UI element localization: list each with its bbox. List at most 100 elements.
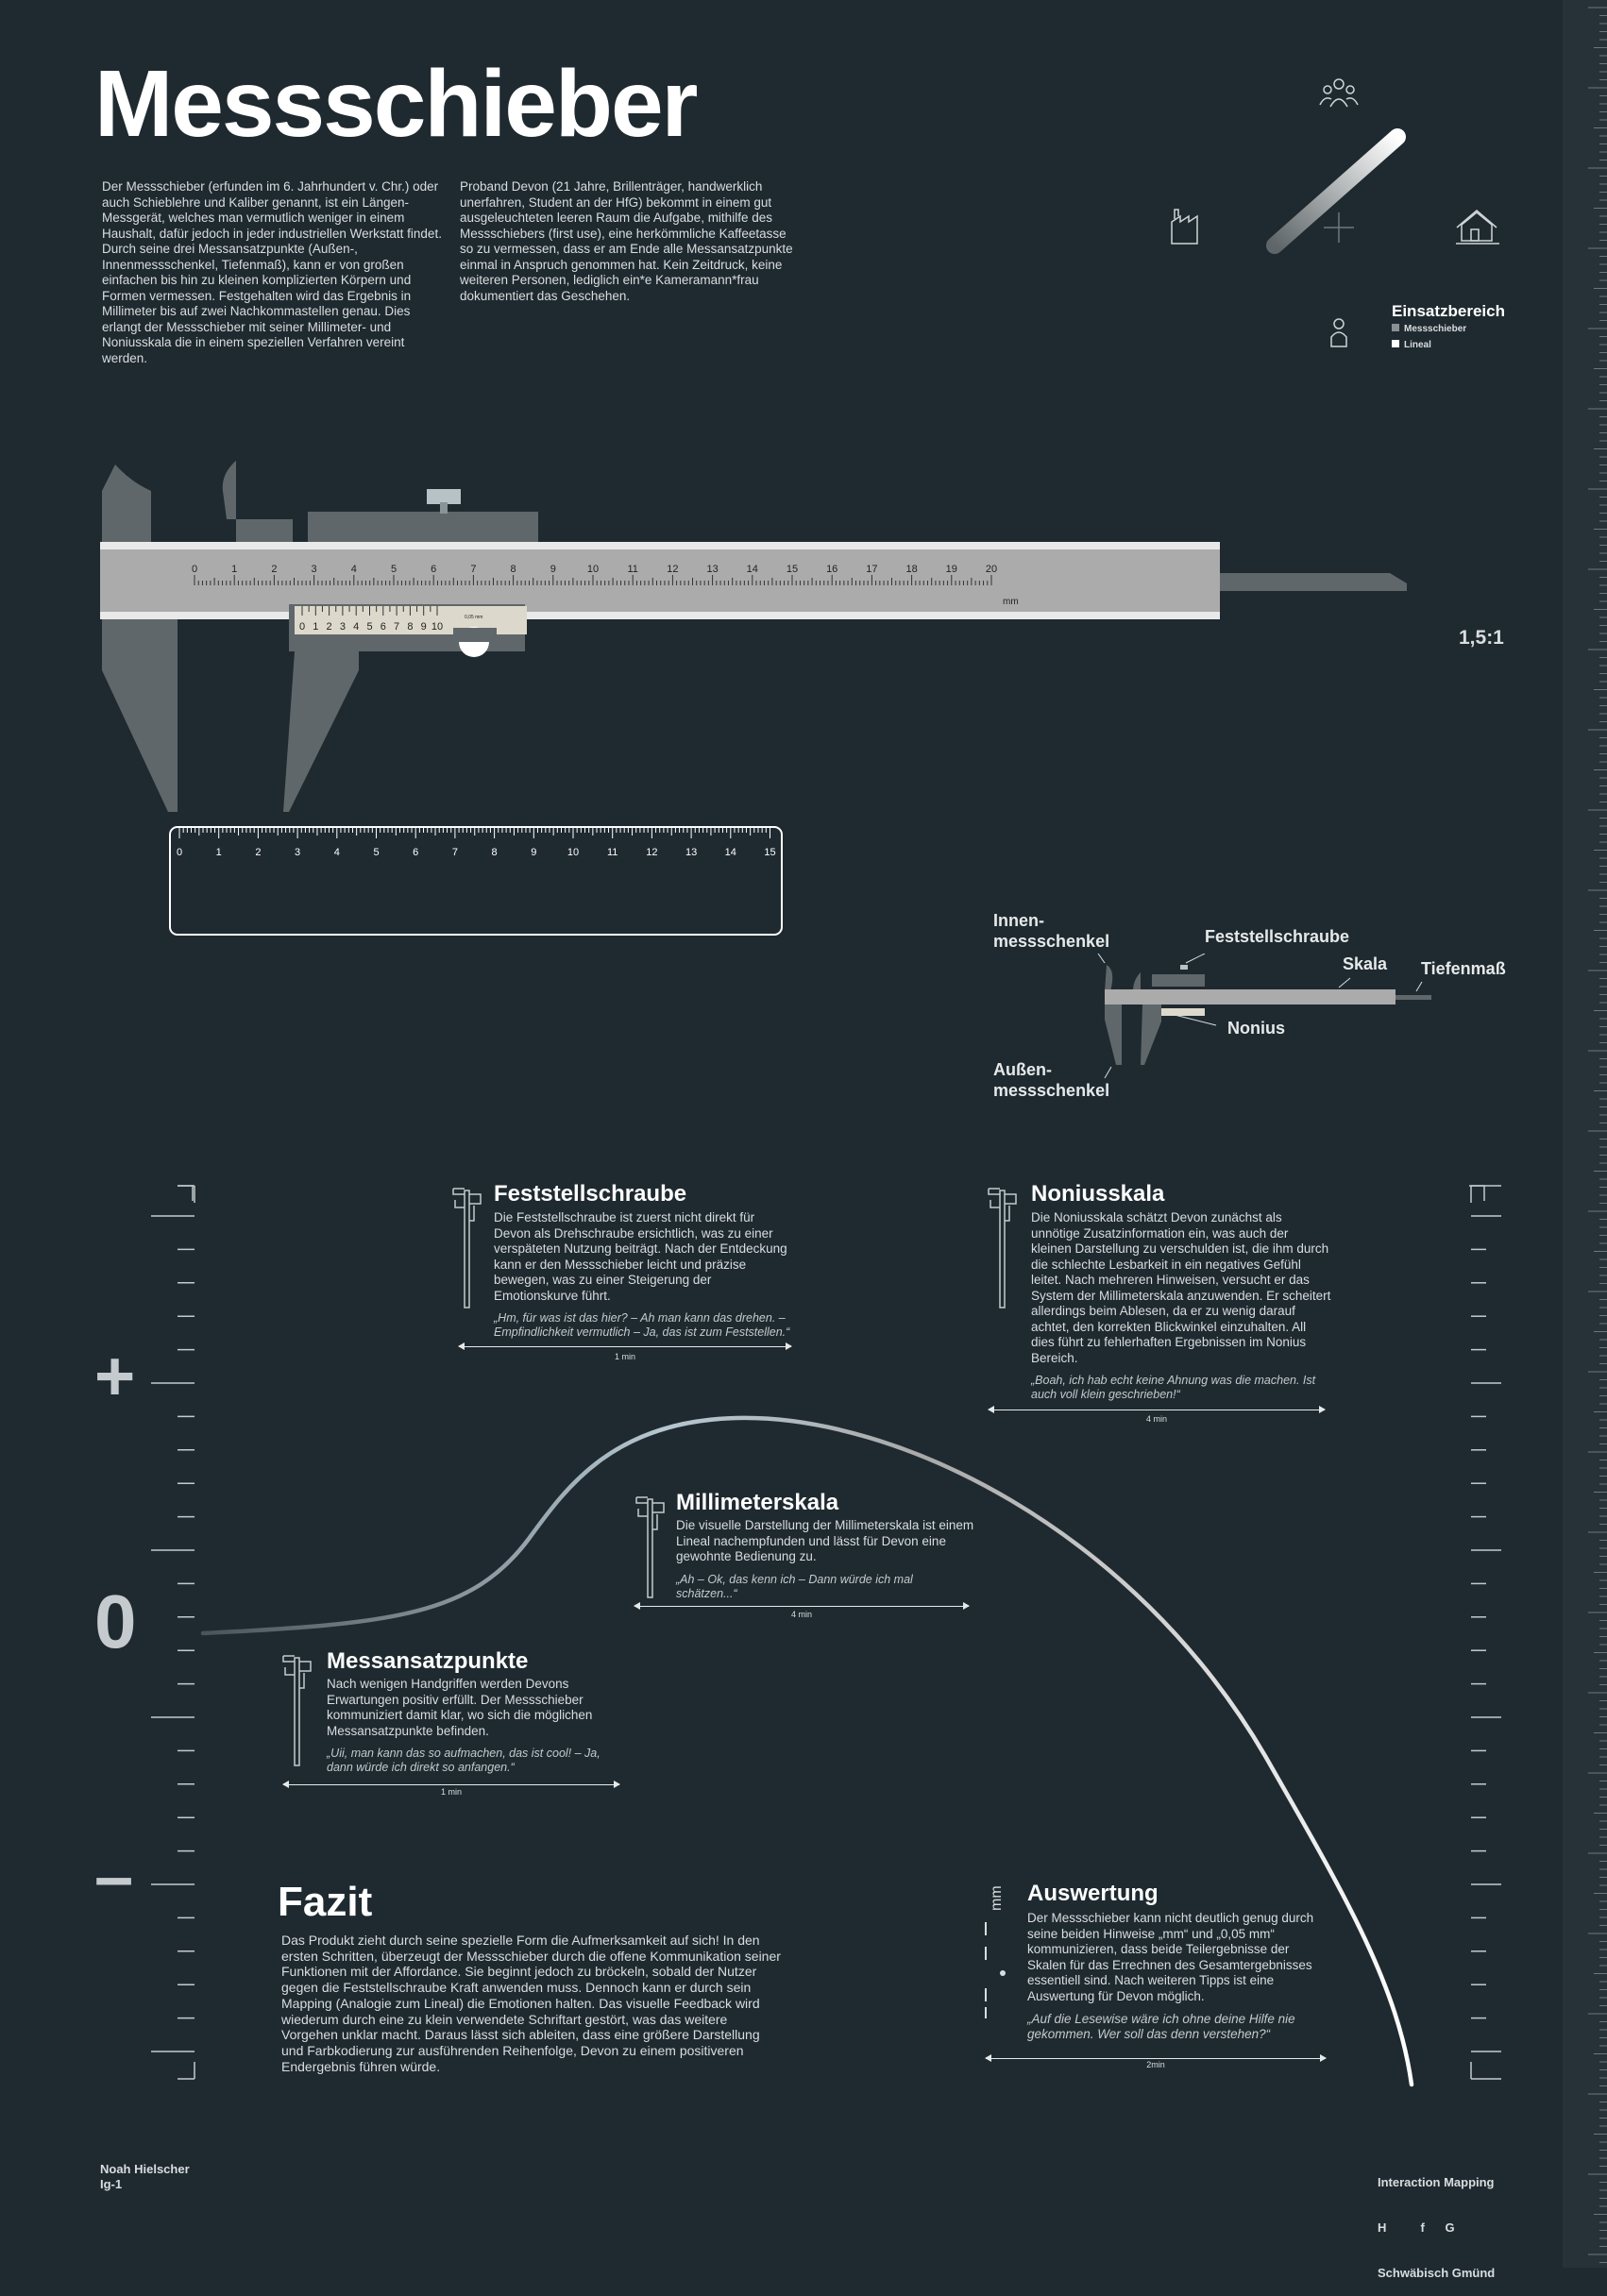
legend-swatch-lineal bbox=[1392, 340, 1399, 347]
legend-item-messschieber: Messschieber bbox=[1392, 324, 1466, 334]
school-city: Schwäbisch Gmünd bbox=[1378, 2266, 1496, 2280]
ruler-label: 10 bbox=[567, 847, 579, 858]
ruler-label: 15 bbox=[764, 847, 775, 858]
duration-arrow-messansatz bbox=[282, 1781, 620, 1788]
section-feststell: Die Feststellschraube ist zuerst nicht d… bbox=[494, 1210, 794, 1340]
axis-zero: 0 bbox=[94, 1579, 137, 1663]
ruler-label: 2 bbox=[255, 847, 261, 858]
section-quote-nonius: „Boah, ich hab echt keine Ahnung was die… bbox=[1031, 1374, 1316, 1401]
main-scale-label: 20 bbox=[986, 564, 997, 575]
main-scale-label: 0 bbox=[192, 564, 197, 575]
vernier-label: 1 bbox=[313, 621, 318, 633]
ruler-label: 5 bbox=[373, 847, 379, 858]
ruler-label: 1 bbox=[216, 847, 222, 858]
ruler-label: 9 bbox=[531, 847, 536, 858]
intro-left-text: Der Messschieber (erfunden im 6. Jahrhun… bbox=[102, 179, 442, 365]
section-millimeter: Die visuelle Darstellung der Millimeters… bbox=[676, 1518, 976, 1601]
section-quote-auswertung: „Auf die Lesewise wäre ich ohne deine Hi… bbox=[1027, 2012, 1295, 2041]
einsatz-diagram bbox=[1171, 78, 1499, 347]
main-scale-label: 7 bbox=[470, 564, 476, 575]
footer-right: Interaction Mapping H f G Schwäbisch Gmü… bbox=[1378, 2145, 1495, 2296]
ruler-label: 0 bbox=[177, 847, 182, 858]
mm-indicator-icon: mm bbox=[985, 1885, 1006, 2018]
duration-arrow-auswertung bbox=[985, 2054, 1327, 2062]
vernier-label: 4 bbox=[353, 621, 359, 633]
caliper-icon-messansatz bbox=[282, 1655, 312, 1766]
section-body-feststell: Die Feststellschraube ist zuerst nicht d… bbox=[494, 1210, 787, 1303]
section-body-messansatz: Nach wenigen Handgriffen werden Devons E… bbox=[327, 1677, 593, 1738]
ruler-label: 8 bbox=[492, 847, 498, 858]
section-title-millimeter: Millimeterskala bbox=[676, 1490, 839, 1515]
ruler-label: 4 bbox=[334, 847, 340, 858]
ruler-label: 14 bbox=[725, 847, 736, 858]
main-scale-label: 17 bbox=[866, 564, 877, 575]
vernier-label: 2 bbox=[327, 621, 332, 633]
main-scale-label: 15 bbox=[787, 564, 798, 575]
intro-right-text: Proband Devon (21 Jahre, Brillenträger, … bbox=[460, 179, 793, 303]
ruler-label: 12 bbox=[646, 847, 657, 858]
section-title-auswertung: Auswertung bbox=[1027, 1881, 1159, 1906]
axis-plus: + bbox=[94, 1337, 136, 1415]
fazit-body: Das Produkt zieht durch seine spezielle … bbox=[281, 1933, 781, 2074]
vernier-label: 10 bbox=[431, 621, 443, 633]
main-scale-unit: mm bbox=[1003, 597, 1019, 607]
main-scale-label: 18 bbox=[905, 564, 917, 575]
vernier-label: 7 bbox=[394, 621, 399, 633]
vernier-label: 0 bbox=[299, 621, 305, 633]
caliper-icon-feststell bbox=[452, 1188, 482, 1308]
legend-swatch-messschieber bbox=[1392, 324, 1399, 331]
users-icon bbox=[1319, 78, 1359, 108]
section-messansatz: Nach wenigen Handgriffen werden Devons E… bbox=[327, 1677, 627, 1775]
einsatz-title: Einsatzbereich bbox=[1392, 302, 1505, 320]
main-scale-label: 2 bbox=[271, 564, 277, 575]
part-label-nonius: Nonius bbox=[1227, 1019, 1285, 1038]
main-scale-label: 11 bbox=[627, 564, 637, 575]
mm-indicator-text: mm bbox=[989, 1885, 1005, 1911]
person-icon bbox=[1330, 318, 1347, 347]
main-scale-label: 10 bbox=[587, 564, 599, 575]
vernier-label: 8 bbox=[407, 621, 413, 633]
edge-ruler bbox=[1563, 0, 1607, 2268]
ruler-label: 6 bbox=[413, 847, 418, 858]
section-title-feststell: Feststellschraube bbox=[494, 1181, 687, 1207]
main-scale-label: 16 bbox=[826, 564, 837, 575]
section-quote-millimeter: „Ah – Ok, das kenn ich – Dann würde ich … bbox=[676, 1572, 913, 1600]
section-auswertung: Der Messschieber kann nicht deutlich gen… bbox=[1027, 1911, 1328, 2042]
house-icon bbox=[1456, 210, 1499, 245]
caliper-icon-millimeter bbox=[635, 1496, 665, 1598]
school-abbrev: H f G bbox=[1378, 2220, 1455, 2235]
part-label-skala: Skala bbox=[1343, 954, 1388, 973]
factory-icon bbox=[1171, 209, 1198, 245]
author-id: Ig-1 bbox=[100, 2177, 123, 2191]
caliper-icon-nonius bbox=[988, 1188, 1017, 1308]
ruler-label: 3 bbox=[295, 847, 300, 858]
vernier-label: 9 bbox=[421, 621, 427, 633]
section-body-auswertung: Der Messschieber kann nicht deutlich gen… bbox=[1027, 1911, 1314, 2003]
section-nonius: Die Noniusskala schätzt Devon zunächst a… bbox=[1031, 1210, 1331, 1402]
vernier-label: 6 bbox=[381, 621, 386, 633]
ruler-label: 13 bbox=[685, 847, 697, 858]
main-scale-label: 1 bbox=[231, 564, 237, 575]
section-body-nonius: Die Noniusskala schätzt Devon zunächst a… bbox=[1031, 1210, 1331, 1365]
axis-minus: – bbox=[94, 1837, 134, 1916]
section-title-messansatz: Messansatzpunkte bbox=[327, 1648, 529, 1674]
part-label-tiefen: Tiefenmaß bbox=[1421, 959, 1506, 978]
author-name: Noah Hielscher bbox=[100, 2162, 190, 2176]
main-scale-label: 19 bbox=[946, 564, 957, 575]
main-scale-label: 9 bbox=[550, 564, 556, 575]
section-quote-feststell: „Hm, für was ist das hier? – Ah man kann… bbox=[494, 1311, 790, 1339]
main-scale-label: 8 bbox=[511, 564, 516, 575]
vernier-label: 5 bbox=[366, 621, 372, 633]
main-scale-label: 13 bbox=[706, 564, 718, 575]
main-scale-label: 6 bbox=[431, 564, 436, 575]
legend-item-lineal: Lineal bbox=[1392, 340, 1431, 350]
fazit-title: Fazit bbox=[278, 1879, 373, 1925]
section-body-millimeter: Die visuelle Darstellung der Millimeters… bbox=[676, 1518, 974, 1563]
duration-nonius: 4 min bbox=[1145, 1414, 1167, 1424]
duration-auswertung: 2min bbox=[1146, 2060, 1165, 2069]
main-scale-label: 4 bbox=[351, 564, 357, 575]
main-scale-label: 14 bbox=[747, 564, 758, 575]
vernier-label: 3 bbox=[340, 621, 346, 633]
